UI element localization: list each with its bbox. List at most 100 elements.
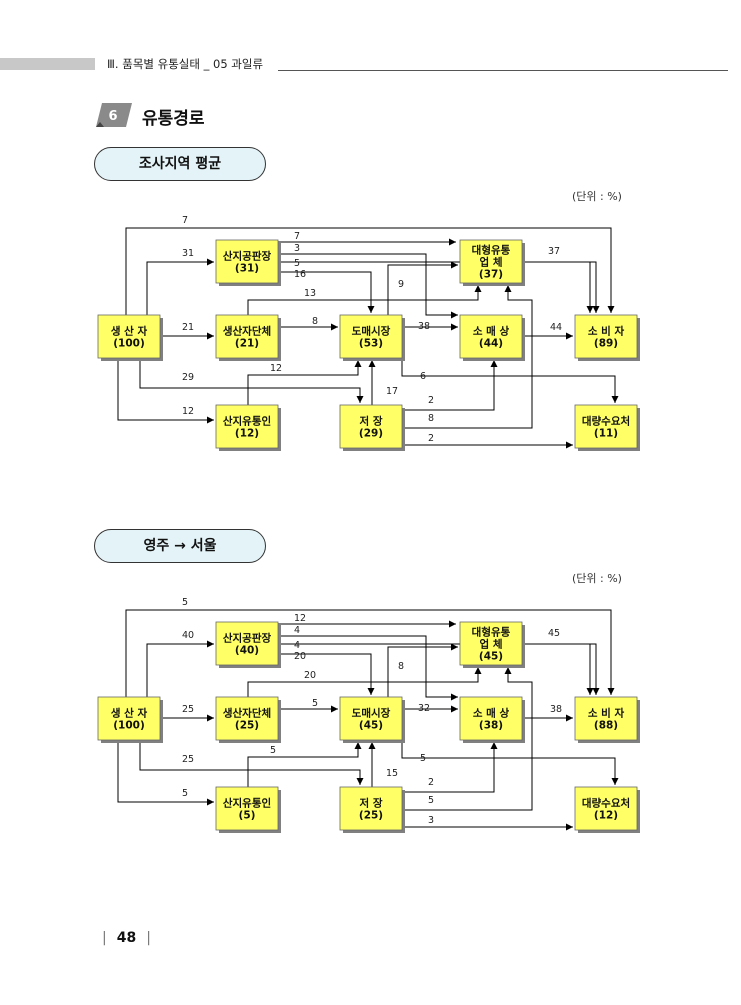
- flow-value-w_bulk: 6: [420, 371, 426, 382]
- flow-value-large_consumer: 37: [548, 246, 560, 257]
- flow-line-col_wholesale: [247, 360, 359, 405]
- flow-value-w_large: 8: [398, 661, 404, 672]
- flow-line-s_wholesale: [278, 271, 372, 313]
- node-box-wholesale: [339, 314, 403, 359]
- node-label-large: 대형유통: [472, 244, 511, 257]
- node-label-retail: (38): [479, 720, 503, 732]
- node-label-producer: 생 산 자: [111, 707, 148, 720]
- flow-value-p_collector: 12: [182, 406, 194, 417]
- flow-line-p_collector: [117, 740, 214, 803]
- arrow-head: [367, 306, 375, 313]
- section-number-badge: 6: [96, 103, 132, 127]
- arrow-head: [611, 396, 619, 403]
- node-box-consumer: [574, 314, 638, 359]
- node-label-bulk: 대량수요처: [582, 797, 630, 810]
- flow-value-s_wholesale: 20: [294, 651, 306, 662]
- flow-value-st_wholesale: 17: [386, 386, 398, 397]
- page-number-area: |48|: [92, 930, 161, 946]
- node-label-collector: 산지유통인: [223, 415, 271, 428]
- node-label-storage: 저 장: [360, 797, 383, 810]
- node-label-wholesale: (53): [359, 338, 383, 350]
- flow-line-w_large: [387, 646, 458, 697]
- arrow-head: [451, 323, 458, 331]
- node-label-shipper: (31): [235, 263, 259, 275]
- node-label-wholesale: 도매시장: [352, 325, 391, 338]
- node-label-large: 업 체: [480, 256, 503, 269]
- node-box-storage: [339, 786, 403, 831]
- flow-value-st_large: 5: [428, 795, 434, 806]
- arrow-head: [356, 396, 364, 403]
- node-label-consumer: 소 비 자: [588, 325, 625, 338]
- node-label-large: (37): [479, 269, 503, 281]
- node-box-coop: [215, 696, 279, 741]
- arrow-head: [356, 778, 364, 785]
- arrow-head: [566, 332, 573, 340]
- arrow-head: [490, 742, 498, 749]
- node-label-producer: (100): [113, 338, 145, 350]
- header-bar: [0, 58, 95, 70]
- panel-2-unit: (단위 : %): [572, 572, 622, 585]
- flow-line-w_large: [387, 264, 458, 315]
- flow-value-p_coop: 21: [182, 322, 194, 333]
- flow-line-w_bulk: [401, 740, 616, 785]
- panel-2-title: 영주 → 서울: [94, 529, 266, 563]
- flow-line-p_storage: [139, 740, 361, 785]
- flow-value-c_large: 20: [304, 670, 316, 681]
- arrow-head: [449, 238, 456, 246]
- flow-value-retail_consumer: 44: [550, 322, 562, 333]
- node-label-large: (45): [479, 651, 503, 663]
- node-label-storage: 저 장: [360, 415, 383, 428]
- flow-value-st_retail: 2: [428, 395, 434, 406]
- node-label-collector: 산지유통인: [223, 797, 271, 810]
- arrow-head: [368, 360, 376, 367]
- node-box-coop: [215, 314, 279, 359]
- arrow-head: [354, 360, 362, 367]
- node-label-storage: (25): [359, 810, 383, 822]
- node-label-coop: 생산자단체: [223, 707, 271, 720]
- node-label-coop: 생산자단체: [223, 325, 271, 338]
- arrow-head: [207, 416, 214, 424]
- node-box-retail: [459, 314, 523, 359]
- flow-value-w_retail: 32: [418, 703, 430, 714]
- node-label-collector: (12): [235, 428, 259, 440]
- arrow-head: [451, 311, 458, 319]
- node-box-wholesale: [339, 696, 403, 741]
- node-box-consumer: [574, 696, 638, 741]
- arrow-head: [586, 306, 594, 313]
- node-label-large: 대형유통: [472, 626, 511, 639]
- node-label-retail: 소 매 상: [473, 325, 510, 338]
- node-label-coop: (21): [235, 338, 259, 350]
- flow-line-p_shipper: [146, 261, 214, 315]
- arrow-head: [207, 332, 214, 340]
- flow-line-p_shipper: [146, 643, 214, 697]
- flow-value-large_consumer: 45: [548, 628, 560, 639]
- flow-line-st_large: [402, 285, 533, 429]
- flow-line-s_consumer: [278, 261, 591, 313]
- node-label-collector: (5): [239, 810, 256, 822]
- node-box-collector: [215, 786, 279, 831]
- flow-line-s_retail: [278, 253, 458, 316]
- page-number-divider: |: [102, 930, 107, 946]
- flow-value-st_retail: 2: [428, 777, 434, 788]
- arrow-head: [207, 640, 214, 648]
- flow-value-w_large: 9: [398, 279, 404, 290]
- flow-value-s_retail: 4: [294, 625, 300, 636]
- node-label-consumer: (88): [594, 720, 618, 732]
- node-box-producer: [97, 696, 161, 741]
- flow-value-c_wholesale: 5: [312, 698, 318, 709]
- arrow-head: [451, 705, 458, 713]
- flow-value-retail_consumer: 38: [550, 704, 562, 715]
- arrow-head: [207, 798, 214, 806]
- arrow-head: [566, 441, 573, 449]
- flow-value-p_coop: 25: [182, 704, 194, 715]
- node-box-shipper: [215, 239, 279, 284]
- flow-line-c_large: [247, 285, 479, 315]
- node-box-bulk: [574, 404, 638, 449]
- node-label-bulk: (12): [594, 810, 618, 822]
- arrow-head: [611, 778, 619, 785]
- flow-line-c_large: [247, 667, 479, 697]
- arrow-head: [368, 742, 376, 749]
- arrow-head: [592, 306, 600, 313]
- flow-line-st_retail: [402, 742, 495, 793]
